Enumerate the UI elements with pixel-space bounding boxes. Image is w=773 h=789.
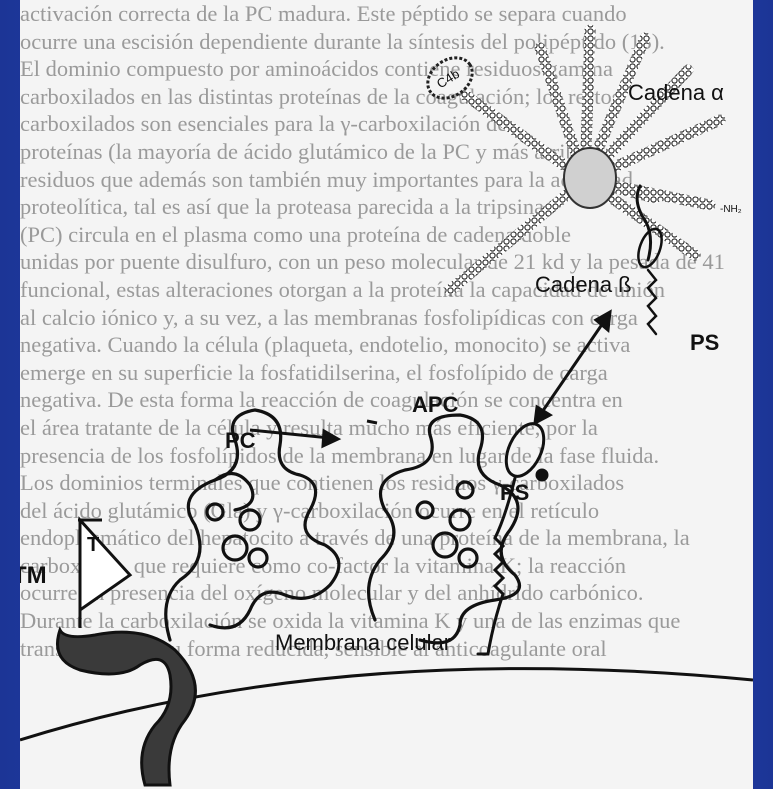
- beta-chain: [634, 186, 666, 334]
- label-ps-top: PS: [690, 330, 719, 355]
- label-nh2: -NH₂: [720, 204, 742, 215]
- figure-panel: activación correcta de la PC madura. Est…: [20, 0, 753, 789]
- label-membrana-celular: Membrana celular: [275, 630, 451, 655]
- label-cadena-alpha: Cadena α: [628, 80, 724, 105]
- label-apc: APC: [412, 392, 459, 417]
- ps-protein-bottom: [478, 418, 551, 654]
- binding-arrow: [535, 312, 610, 423]
- cell-membrane: [20, 669, 753, 740]
- label-c4b: C4b: [434, 66, 462, 91]
- label-cadena-beta: Cadena ß: [535, 272, 632, 297]
- protein-diagram: C4b Cadena α -NH₂ Cadena ß PS APC PC PS …: [20, 0, 753, 789]
- label-t: T: [87, 534, 99, 556]
- c4bp-core: [564, 148, 616, 208]
- activation-arrow: [250, 421, 377, 446]
- label-pc: PC: [225, 428, 256, 453]
- label-ps-bottom: PS: [500, 480, 529, 505]
- thrombomodulin: [58, 520, 196, 785]
- label-tm: TM: [20, 562, 47, 589]
